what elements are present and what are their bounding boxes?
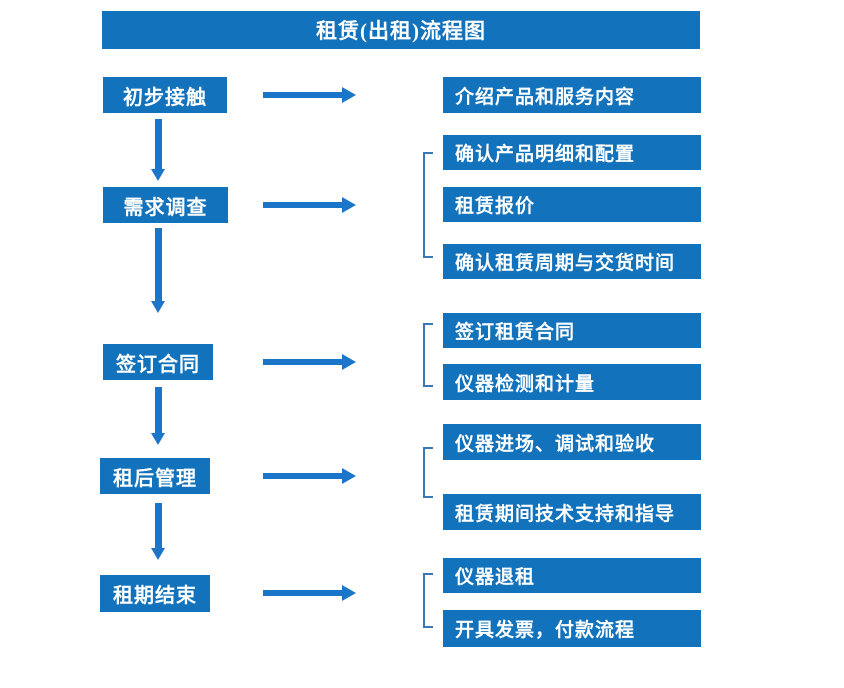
stage-box-sign-contract: 签订合同 — [103, 344, 213, 380]
output-box-instrument-setup: 仪器进场、调试和验收 — [443, 424, 701, 460]
output-box-instrument-testing: 仪器检测和计量 — [443, 364, 701, 400]
stage-box-needs-survey: 需求调查 — [103, 187, 228, 223]
arrow-head — [342, 585, 356, 601]
output-box-introduce-products: 介绍产品和服务内容 — [443, 77, 701, 113]
down-arrow-icon-3 — [151, 387, 166, 445]
output-box-rental-quotation: 租赁报价 — [443, 187, 701, 222]
bracket-group-needs-survey — [423, 152, 433, 258]
arrow-shaft — [263, 473, 342, 479]
arrow-shaft — [155, 119, 162, 170]
arrow-head — [151, 433, 165, 445]
right-arrow-icon-3 — [263, 354, 356, 370]
down-arrow-icon-2 — [151, 228, 166, 313]
arrow-shaft — [155, 387, 162, 434]
arrow-head — [342, 87, 356, 103]
output-box-instrument-return: 仪器退租 — [443, 558, 701, 593]
arrow-shaft — [263, 359, 342, 365]
arrow-shaft — [263, 202, 342, 208]
diagram-title: 租赁(出租)流程图 — [102, 11, 700, 49]
output-box-technical-support: 租赁期间技术支持和指导 — [443, 494, 701, 530]
right-arrow-icon-1 — [263, 87, 356, 103]
output-box-invoice-payment: 开具发票，付款流程 — [443, 610, 701, 647]
down-arrow-icon-4 — [151, 503, 166, 560]
right-arrow-icon-2 — [263, 197, 356, 213]
bracket-group-post-rental — [423, 447, 433, 498]
arrow-head — [151, 301, 165, 313]
right-arrow-icon-4 — [263, 468, 356, 484]
output-box-confirm-product-details: 确认产品明细和配置 — [443, 135, 701, 170]
stage-box-initial-contact: 初步接触 — [103, 77, 227, 113]
arrow-shaft — [155, 228, 162, 302]
bracket-group-rental-end — [423, 573, 433, 628]
right-arrow-icon-5 — [263, 585, 356, 601]
output-box-confirm-rental-period: 确认租赁周期与交货时间 — [443, 244, 701, 279]
stage-box-rental-end: 租期结束 — [100, 575, 210, 612]
stage-box-post-rental-management: 租后管理 — [100, 458, 210, 494]
bracket-group-sign-contract — [423, 323, 433, 387]
arrow-head — [342, 468, 356, 484]
output-box-sign-rental-contract: 签订租赁合同 — [443, 313, 701, 348]
arrow-head — [342, 354, 356, 370]
arrow-shaft — [263, 590, 342, 596]
down-arrow-icon-1 — [151, 119, 166, 181]
arrow-head — [342, 197, 356, 213]
arrow-head — [151, 548, 165, 560]
arrow-shaft — [155, 503, 162, 549]
arrow-head — [151, 169, 165, 181]
arrow-shaft — [263, 92, 342, 98]
